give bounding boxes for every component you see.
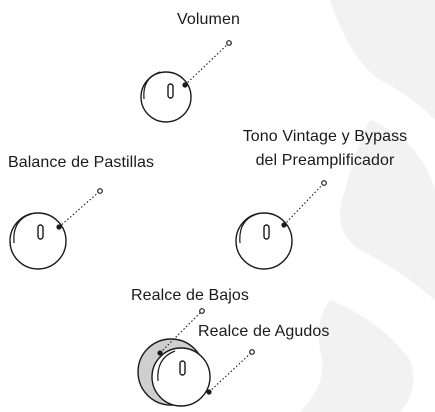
vintage-tone-label-line2: del Preamplificador <box>255 152 395 169</box>
volume-leader-end <box>226 40 232 46</box>
bass-boost-label: Realce de Bajos <box>131 287 250 304</box>
pickup-balance-leader-end <box>97 188 103 194</box>
pickup-balance-knob <box>9 212 67 270</box>
background-watermark <box>300 0 435 412</box>
pickup-balance-leader-line <box>58 190 101 228</box>
bass-boost-leader-line <box>159 310 203 354</box>
vintage-tone-leader-line <box>283 182 325 226</box>
vintage-tone-leader-end <box>321 180 327 186</box>
treble-boost-leader-line <box>208 351 253 393</box>
bass-boost-leader-end <box>199 308 205 314</box>
volume-knob <box>140 71 192 123</box>
treble-boost-knob <box>151 347 211 407</box>
vintage-tone-label-line1: Tono Vintage y Bypass <box>242 128 408 145</box>
treble-boost-leader-end <box>249 349 255 355</box>
volume-label: Volumen <box>177 11 240 28</box>
pickup-balance-label: Balance de Pastillas <box>8 154 155 171</box>
treble-boost-label: Realce de Agudos <box>198 323 330 340</box>
vintage-tone-knob <box>235 212 293 270</box>
volume-leader-line <box>184 42 230 86</box>
